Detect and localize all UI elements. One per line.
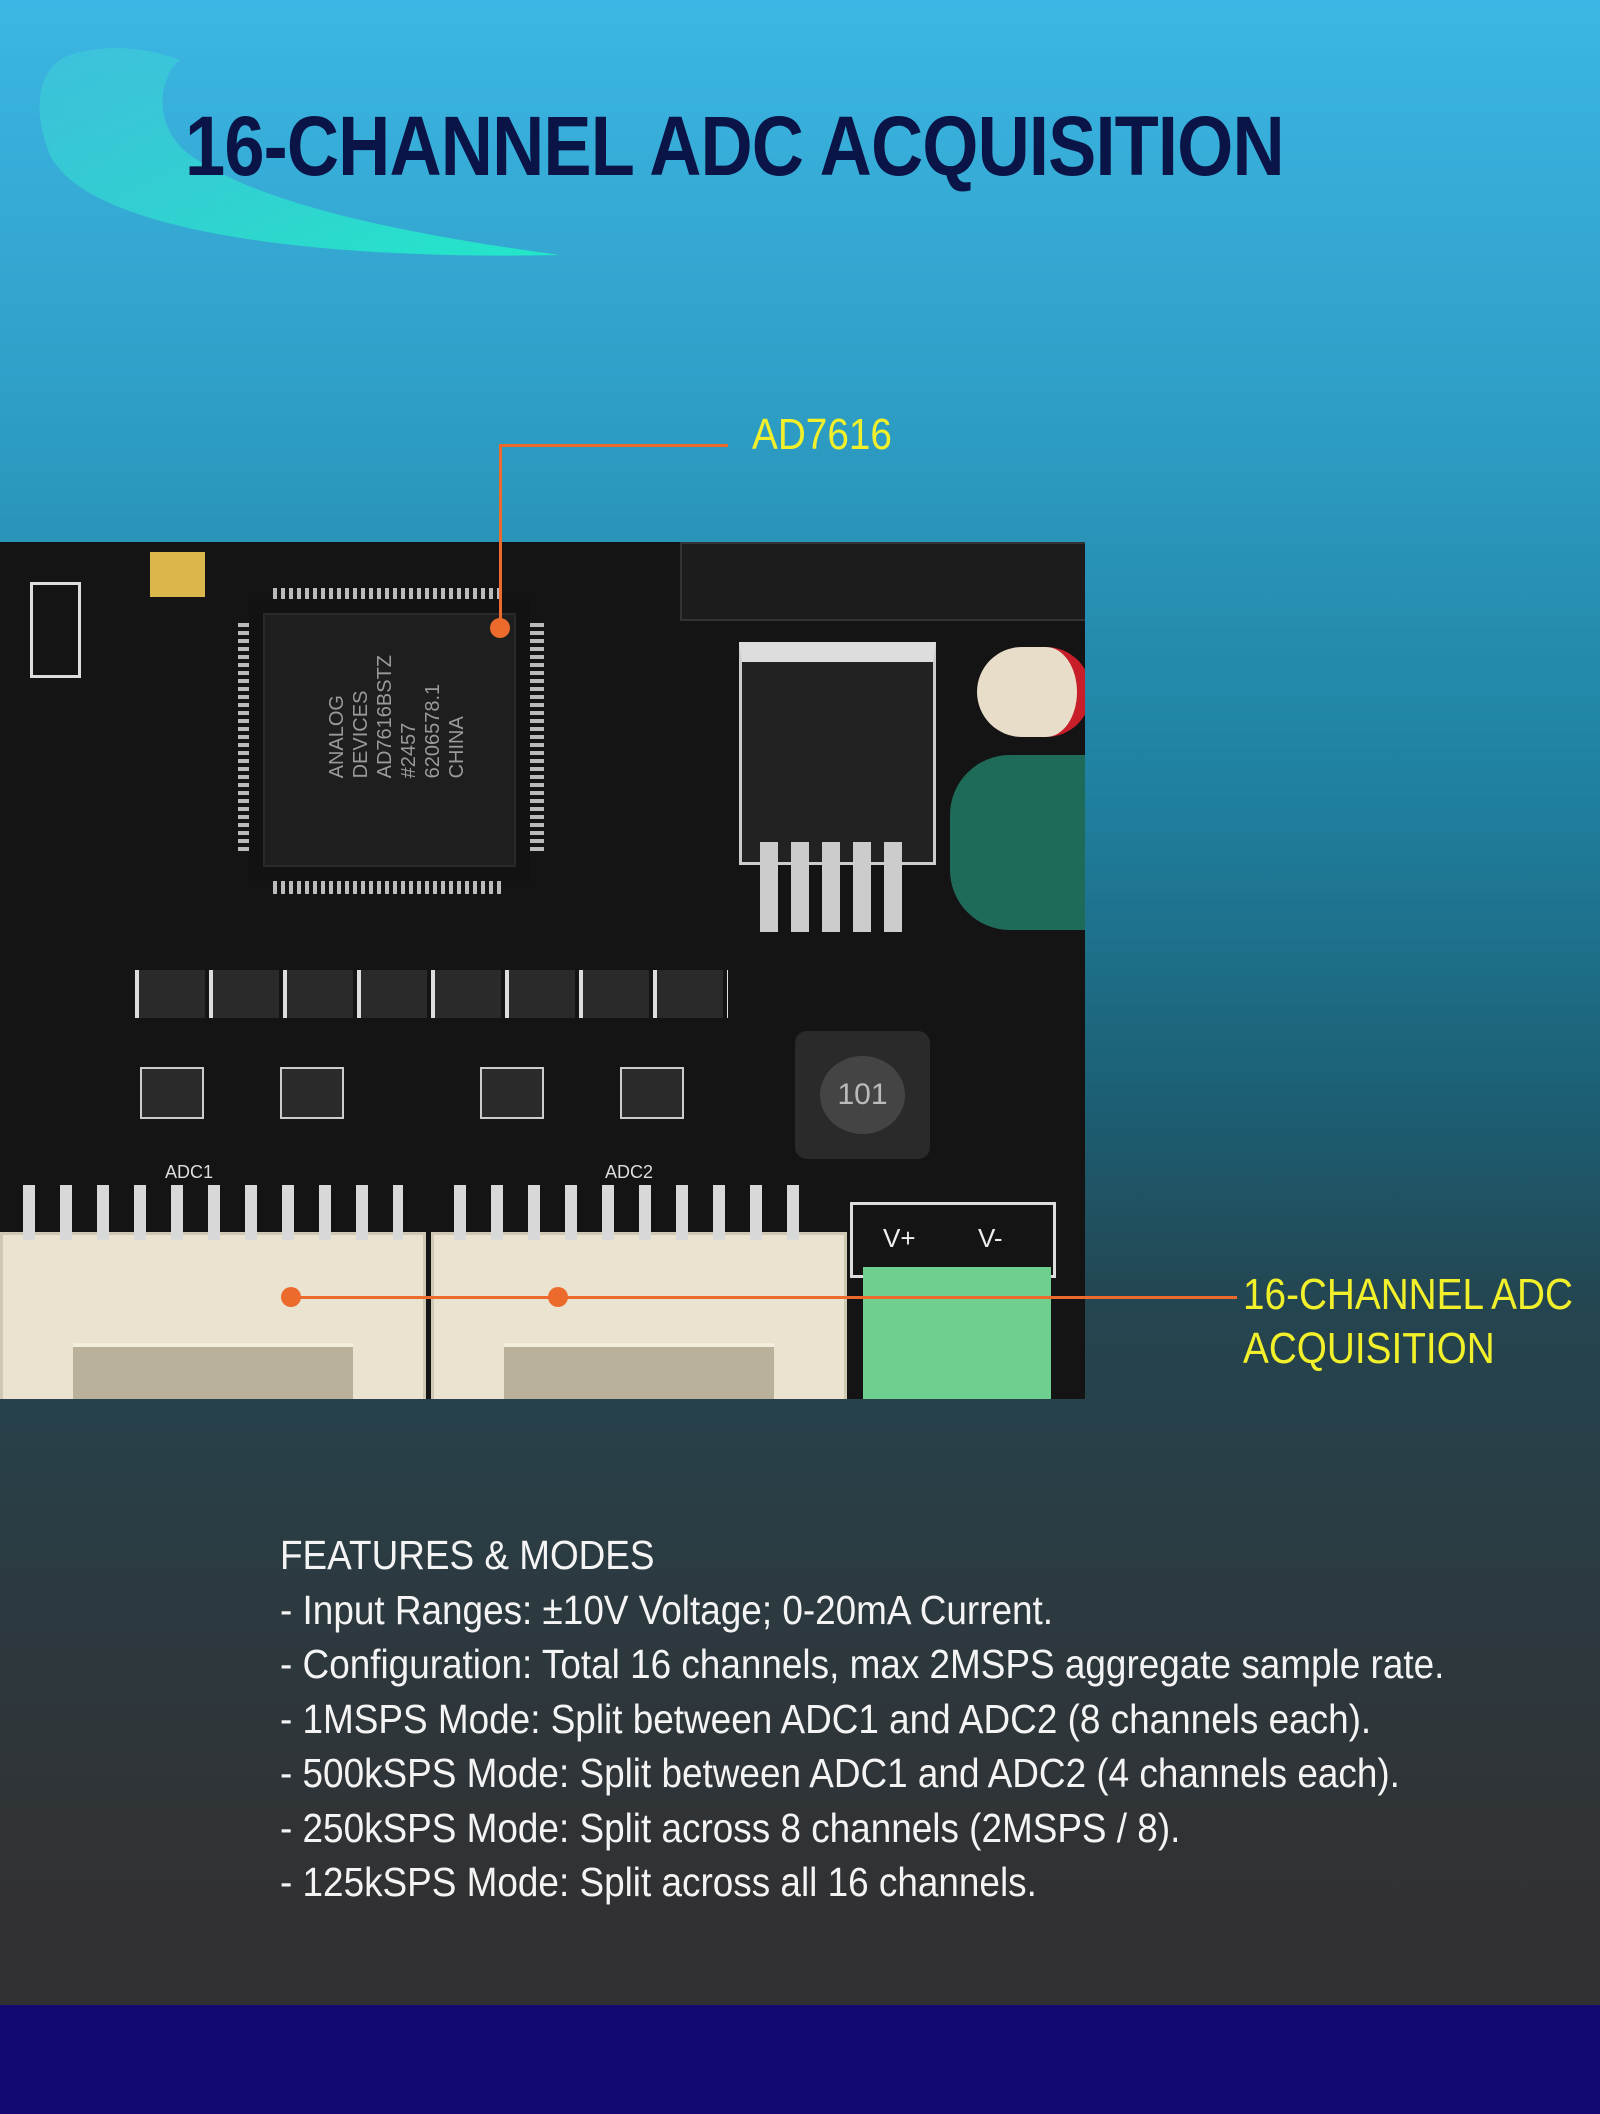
- connector-pins: [23, 1185, 403, 1240]
- chip-pins-left: [238, 623, 254, 853]
- connector-callout-line1: 16-CHANNEL ADC: [1243, 1270, 1573, 1319]
- bottom-band: [0, 2005, 1600, 2114]
- chip-callout-dot: [490, 618, 510, 638]
- resistor-network: [280, 1067, 344, 1119]
- chip-marking-line: #2457: [398, 722, 420, 779]
- chip-marking-line: CHINA: [446, 716, 468, 779]
- connector-callout-line: [290, 1296, 1237, 1299]
- connector-callout-line2: ACQUISITION: [1243, 1324, 1495, 1373]
- tantalum-capacitor: [150, 552, 205, 597]
- green-capacitor: [950, 755, 1085, 930]
- resistor-network: [140, 1067, 204, 1119]
- features-section: FEATURES & MODES - Input Ranges: ±10V Vo…: [280, 1528, 1444, 1910]
- chip-pins-right: [528, 623, 544, 853]
- feature-item: - Input Ranges: ±10V Voltage; 0-20mA Cur…: [280, 1586, 1054, 1633]
- vplus-label: V+: [883, 1223, 916, 1253]
- resistor-network: [620, 1067, 684, 1119]
- connector-callout-label: 16-CHANNEL ADC ACQUISITION: [1243, 1268, 1573, 1376]
- feature-item: - Configuration: Total 16 channels, max …: [280, 1641, 1445, 1687]
- jumper-header: [30, 582, 81, 678]
- chip-marking-line: AD7616BSTZ: [374, 655, 396, 779]
- module-header: [680, 542, 1085, 621]
- chip-pins-top: [273, 588, 503, 604]
- decorative-swoosh: [39, 48, 561, 256]
- page-title: 16-CHANNEL ADC ACQUISITION: [185, 99, 1285, 193]
- adc1-silk-label: ADC1: [165, 1162, 214, 1182]
- ad7616-chip: ANALOG DEVICES AD7616BSTZ #2457 6206578.…: [263, 613, 516, 867]
- vminus-label: V-: [978, 1223, 1003, 1253]
- feature-item: - 250kSPS Mode: Split across 8 channels …: [280, 1804, 1181, 1851]
- adc2-silk-label: ADC2: [605, 1162, 654, 1182]
- inductor-marking: 101: [820, 1056, 905, 1134]
- resistor-network: [480, 1067, 544, 1119]
- chip-callout-label: AD7616: [752, 410, 892, 459]
- regulator-pins: [760, 842, 910, 932]
- chip-pins-bottom: [273, 878, 503, 894]
- chip-marking-line: ANALOG: [326, 695, 348, 779]
- resistor-arrays: [135, 970, 728, 1018]
- connector-callout-dot: [281, 1287, 301, 1307]
- chip-marking: ANALOG DEVICES AD7616BSTZ #2457 6206578.…: [325, 655, 469, 778]
- connector-callout-dot: [548, 1287, 568, 1307]
- power-terminal-block: [863, 1267, 1051, 1399]
- inductor: 101: [795, 1031, 930, 1159]
- voltage-regulator: [739, 642, 936, 865]
- adc2-connector: [431, 1185, 847, 1399]
- feature-item: - 125kSPS Mode: Split across all 16 chan…: [280, 1859, 1037, 1905]
- chip-marking-line: 6206578.1: [422, 683, 444, 779]
- chip-callout-line: [499, 444, 728, 447]
- adc1-connector: [0, 1185, 426, 1399]
- electrolytic-capacitor: [977, 647, 1085, 737]
- chip-marking-line: DEVICES: [350, 690, 372, 779]
- chip-callout-line: [499, 444, 502, 629]
- feature-item: - 1MSPS Mode: Split between ADC1 and ADC…: [280, 1695, 1372, 1742]
- features-heading: FEATURES & MODES: [280, 1532, 655, 1578]
- connector-pins: [454, 1185, 824, 1240]
- pcb-photo: ANALOG DEVICES AD7616BSTZ #2457 6206578.…: [0, 542, 1085, 1399]
- feature-item: - 500kSPS Mode: Split between ADC1 and A…: [280, 1750, 1400, 1796]
